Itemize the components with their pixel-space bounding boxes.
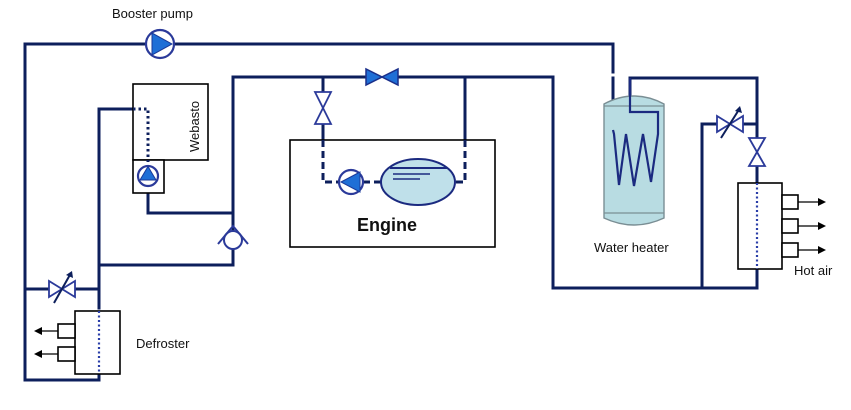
hot-air-label: Hot air	[794, 263, 833, 278]
pipe-hot-air-bypass	[700, 122, 759, 290]
defroster-unit-box	[74, 310, 121, 375]
pipe-check-valve-return	[97, 248, 235, 267]
engine-internal-left	[321, 140, 338, 184]
booster-pump-label: Booster pump	[112, 6, 193, 21]
water-heater-label: Water heater	[594, 240, 669, 255]
check-valve-icon	[217, 224, 249, 250]
defroster-label: Defroster	[136, 336, 190, 351]
hot-air-outlets	[781, 194, 826, 258]
hot-air-outlet-3	[781, 242, 799, 258]
hot-air-unit-box	[737, 182, 783, 270]
defroster-adjustable-valve-icon	[48, 271, 76, 304]
engine-expansion-tank-icon	[380, 158, 456, 206]
defroster-outlet-1	[57, 323, 76, 339]
webasto-internal-path	[133, 107, 150, 162]
engine-label: Engine	[357, 215, 417, 235]
pipe-webasto-pump-out	[146, 186, 235, 215]
engine-pump-icon	[337, 168, 365, 196]
defroster-outlet-2	[57, 346, 76, 362]
pipe-booster-loop	[23, 42, 615, 382]
hot-air-adjustable-valve-icon	[716, 106, 744, 139]
water-heater-coil	[611, 78, 660, 187]
defroster-outlets	[34, 323, 76, 362]
hot-air-valve-icon	[747, 137, 767, 167]
hot-air-outlet-1	[781, 194, 799, 210]
water-heater-tank	[603, 95, 665, 226]
engine-internal-right	[456, 140, 467, 184]
engine-bypass-valve-icon	[313, 91, 333, 125]
webasto-pump-icon	[136, 164, 160, 188]
pipe-webasto-return	[97, 107, 135, 310]
hot-air-outlet-2	[781, 218, 799, 234]
engine-supply-valve-icon	[365, 67, 399, 87]
booster-pump-icon	[144, 28, 176, 60]
webasto-label: Webasto	[187, 101, 202, 152]
webasto-box	[132, 83, 209, 161]
